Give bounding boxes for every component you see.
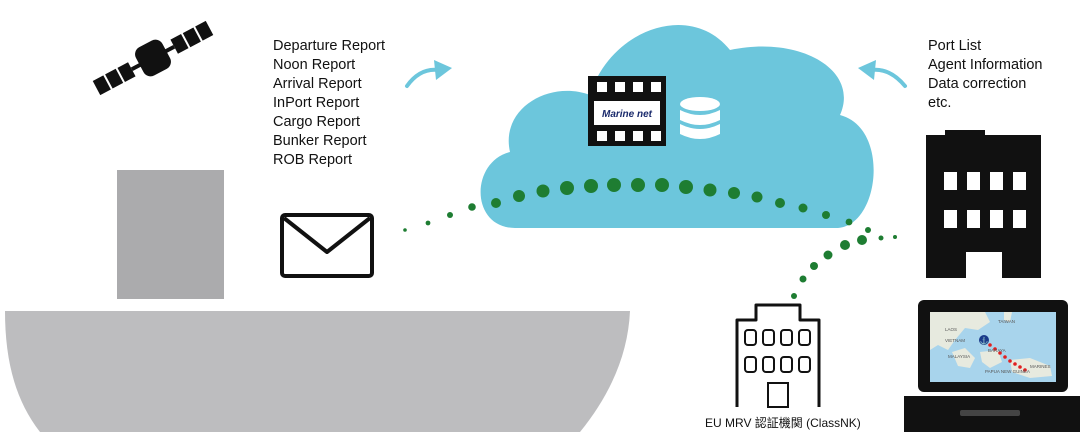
dotted-link-ship-cloud <box>403 198 501 232</box>
ship-cabin <box>117 170 224 299</box>
map-label: MARINES <box>1030 364 1051 369</box>
report-item: Noon Report <box>273 57 356 73</box>
map-label: VIETNAM <box>945 338 965 343</box>
map-label: MALAYSIA <box>948 354 970 359</box>
marine-net-building-icon: Marine net <box>588 76 666 146</box>
service-list: Port List Agent Information Data correct… <box>928 37 1042 113</box>
report-item: Arrival Report <box>273 76 362 92</box>
service-item: Data correction <box>928 76 1027 92</box>
dotted-link-cloud-verifier <box>791 235 867 299</box>
map-label: PAPUA NEW GUINEA <box>985 369 1030 374</box>
dotted-link-cloud-bottom <box>513 178 830 219</box>
report-item: Departure Report <box>273 38 386 54</box>
report-item: Cargo Report <box>273 114 361 130</box>
map-label: TAIWAN <box>998 319 1015 324</box>
map-label: LAOS <box>945 327 957 332</box>
service-item: Agent Information <box>928 57 1043 73</box>
map-label: BARAYA <box>988 348 1006 353</box>
svg-text:⚓: ⚓ <box>980 336 989 345</box>
database-icon <box>680 97 720 139</box>
ship <box>5 170 630 432</box>
laptop-icon: ⚓ TAIWAN LAOS VIETNAM MALAYSIA PAPUA NEW… <box>904 300 1080 432</box>
marine-net-logo: Marine net <box>602 109 653 120</box>
envelope-icon <box>280 213 374 278</box>
satellite-icon <box>92 20 214 96</box>
cloud <box>480 24 874 228</box>
dotted-link-cloud-office <box>845 218 897 241</box>
service-item: Port List <box>928 38 982 54</box>
report-types-list: Departure Report Noon Report Arrival Rep… <box>273 37 385 170</box>
verifier-building-icon <box>735 303 821 408</box>
service-item: etc. <box>928 95 952 111</box>
arrow-from-cloud-icon <box>858 60 907 88</box>
report-item: ROB Report <box>273 152 352 168</box>
report-item: Bunker Report <box>273 133 367 149</box>
ship-hull <box>5 311 630 432</box>
report-item: InPort Report <box>273 95 360 111</box>
arrow-to-cloud-icon <box>405 60 452 88</box>
office-building-icon <box>926 130 1041 278</box>
anchor-icon: ⚓ <box>979 335 989 345</box>
verifier-label: EU MRV 認証機関 (ClassNK) <box>705 416 861 430</box>
